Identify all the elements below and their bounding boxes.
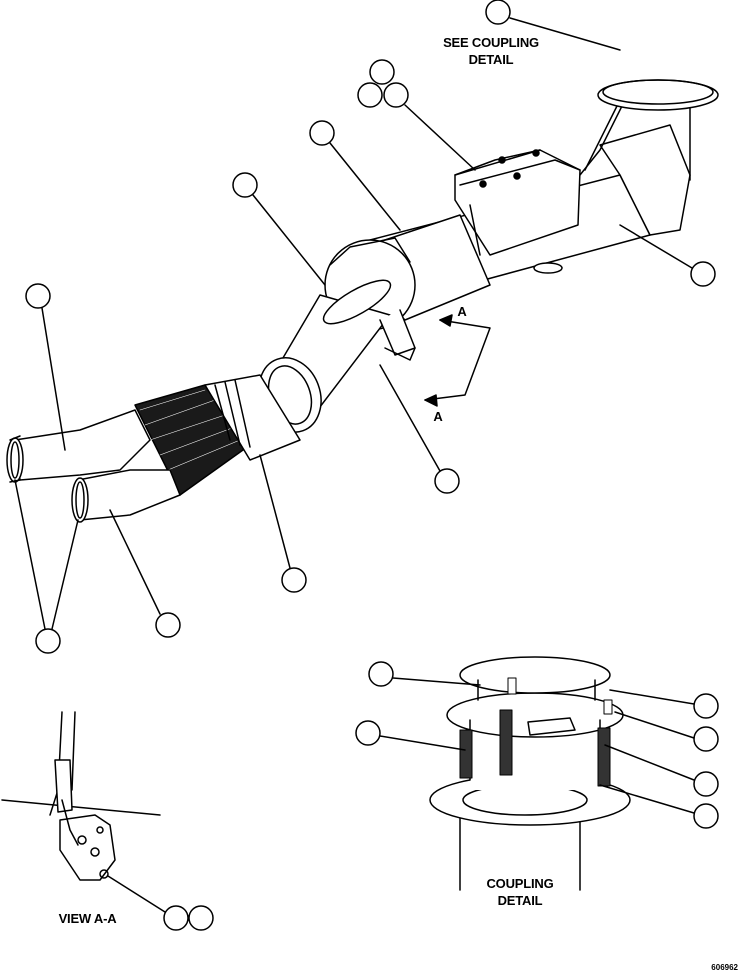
see-coupling-line2: DETAIL	[468, 52, 514, 67]
exhaust-assembly	[6, 79, 719, 523]
section-arrow-label-upper: A	[457, 304, 467, 319]
figure-id: 606962	[711, 963, 738, 972]
coupling-detail-line2: DETAIL	[497, 893, 543, 908]
section-arrow-label-lower: A	[433, 409, 443, 424]
coupling-detail	[355, 656, 719, 891]
coupling-bolts	[459, 677, 613, 787]
dual-outlet-pipes	[6, 409, 181, 523]
section-arrows	[424, 314, 491, 407]
coupling-detail-line1: COUPLING	[486, 876, 554, 891]
flex-bellows	[134, 374, 301, 496]
main-callouts	[14, 0, 716, 654]
see-coupling-line1: SEE COUPLING	[443, 35, 539, 50]
coupling-detail-label: COUPLING DETAIL	[475, 875, 565, 909]
view-aa	[1, 711, 214, 931]
view-aa-label: VIEW A-A	[58, 911, 117, 926]
heat-shield-box	[454, 149, 581, 256]
see-coupling-label: SEE COUPLING DETAIL	[436, 34, 546, 68]
angled-pipe	[258, 279, 416, 433]
